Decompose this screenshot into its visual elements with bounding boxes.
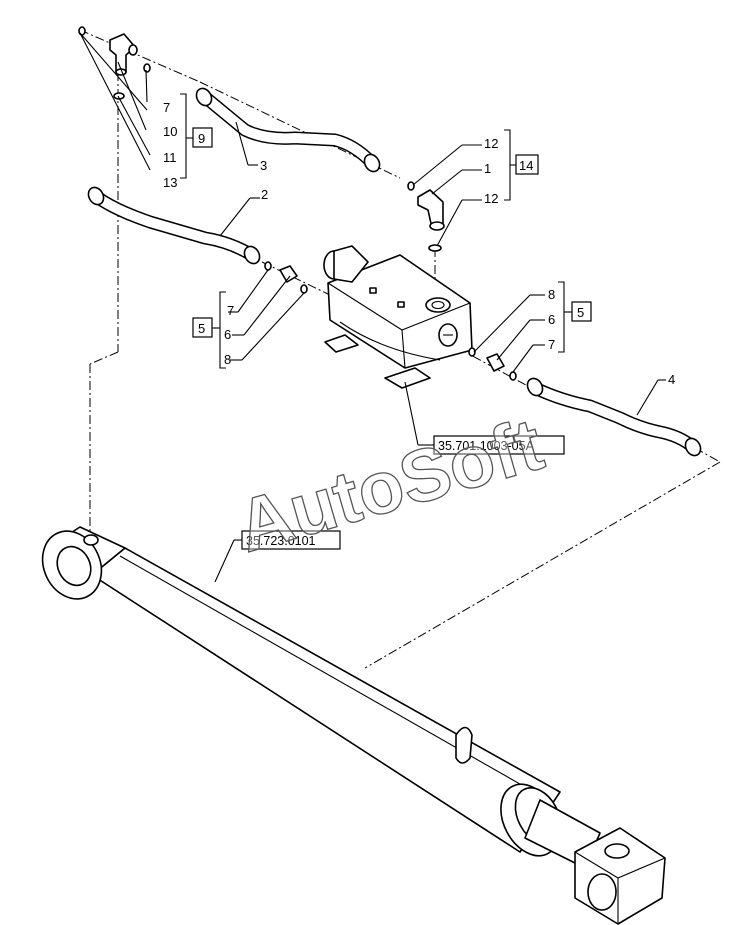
label-group-elbow: 12 1 12 14 (484, 136, 539, 206)
hydraulic-cylinder (41, 526, 666, 925)
group-brackets (180, 93, 572, 369)
label-1: 1 (484, 161, 491, 176)
elbow-fitting (407, 181, 445, 252)
o-rings-top-left (78, 26, 151, 100)
ref-valve-block-text[interactable]: 35.701.1003-05A (438, 439, 535, 453)
label-13: 13 (163, 175, 177, 190)
box-label-5-right: 5 (577, 305, 584, 320)
left-adapter-fittings (264, 261, 308, 294)
label-6-right: 6 (548, 312, 555, 327)
label-hose-4: 4 (668, 372, 675, 387)
ref-cylinder-text[interactable]: 35.723.0101 (246, 534, 316, 548)
ref-cylinder[interactable]: 35.723.0101 (241, 530, 341, 550)
hose-3 (195, 87, 381, 173)
leader-lines (79, 32, 666, 583)
hose-4 (526, 377, 702, 457)
label-12-top: 12 (484, 136, 498, 151)
hose-2 (87, 186, 261, 265)
label-7-left: 7 (227, 303, 234, 318)
label-group-left-adapter: 7 6 8 5 (192, 303, 234, 367)
label-7: 7 (163, 100, 170, 115)
label-group-right-adapter: 8 6 7 5 (548, 287, 592, 352)
label-group-tee: 7 10 11 13 9 (163, 100, 213, 190)
label-8-right: 8 (548, 287, 555, 302)
label-7-right: 7 (548, 337, 555, 352)
tee-fitting (109, 33, 138, 76)
box-label-5-left: 5 (198, 321, 205, 336)
ref-valve-block[interactable]: 35.701.1003-05A (433, 435, 565, 455)
label-hose-3: 3 (260, 158, 267, 173)
box-label-14: 14 (519, 158, 533, 173)
label-12-bottom: 12 (484, 191, 498, 206)
watermark: AutoSoft (228, 402, 551, 568)
label-10: 10 (163, 124, 177, 139)
valve-block (323, 245, 473, 389)
label-8-left: 8 (224, 352, 231, 367)
box-label-9: 9 (198, 131, 205, 146)
label-6-left: 6 (224, 327, 231, 342)
label-11: 11 (163, 150, 177, 165)
label-hose-2: 2 (261, 187, 268, 202)
right-adapter-fittings (468, 347, 517, 381)
